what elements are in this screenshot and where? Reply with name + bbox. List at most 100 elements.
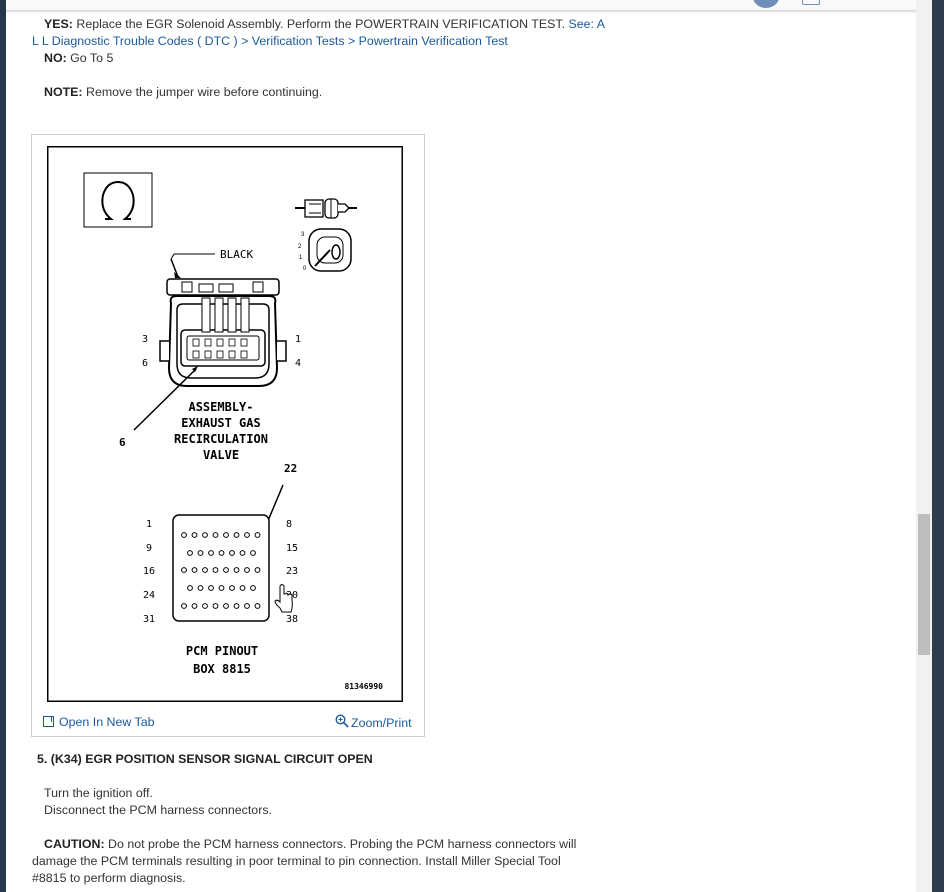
note-text: Remove the jumper wire before continuing… [86, 85, 323, 99]
pcm-pin-dot [181, 603, 187, 609]
pcm-pin-dot [187, 585, 193, 591]
ohm-meter-icon [83, 172, 153, 228]
pcm-pin-9: 9 [146, 543, 152, 554]
pcm-pin-dot [244, 532, 250, 538]
top-toolbar [6, 0, 916, 11]
pcm-pin-dot [202, 603, 208, 609]
scrollbar-track[interactable] [916, 0, 932, 892]
egr-pin-6: 6 [142, 358, 148, 369]
pcm-pin-38: 38 [286, 614, 298, 625]
pcm-pin-dot [191, 603, 198, 609]
pcm-title-line-1: PCM PINOUT [186, 644, 258, 658]
pcm-pin-16: 16 [143, 566, 155, 577]
egr-pin-4: 4 [295, 358, 301, 369]
open-in-new-tab-label: Open In New Tab [59, 715, 155, 729]
pcm-pin-dot [229, 585, 235, 591]
pcm-pin-dot [233, 532, 240, 538]
note-label: NOTE: [44, 85, 83, 99]
pcm-pin-dot [250, 550, 256, 556]
pcm-pin-dot [229, 550, 235, 556]
egr-pin-3: 3 [142, 334, 148, 345]
pcm-pin-24: 24 [143, 590, 155, 601]
scrollbar-thumb[interactable] [918, 514, 930, 655]
pcm-pin-dot [181, 532, 187, 538]
pcm-pin-dot [202, 532, 208, 538]
yes-label: YES: [44, 17, 73, 31]
pcm-pin-dot [254, 532, 261, 538]
pcm-pin-dot [239, 585, 246, 591]
no-text: Go To 5 [70, 51, 114, 65]
pcm-pin-dot [254, 603, 261, 609]
pcm-pin-dot [218, 585, 225, 591]
caution-label: CAUTION: [44, 837, 105, 851]
no-label: NO: [44, 51, 67, 65]
probe-pin-6-label: 6 [119, 436, 126, 449]
egr-title-line-4: VALVE [203, 448, 239, 462]
pcm-pin-dot [244, 567, 250, 573]
pcm-pin-dot [212, 603, 219, 609]
pcm-pin-dot [191, 532, 198, 538]
pcm-pin-8: 8 [286, 519, 292, 530]
window-right-edge [932, 0, 944, 892]
egr-title-line-3: RECIRCULATION [174, 432, 268, 446]
pcm-pin-dot [223, 532, 229, 538]
pcm-pin-dot [208, 585, 214, 591]
pcm-pin-31: 31 [143, 614, 155, 625]
pcm-pinout-box-drawing [172, 514, 270, 622]
step5-heading: 5. (K34) EGR POSITION SENSOR SIGNAL CIRC… [37, 752, 373, 766]
yes-text: Replace the EGR Solenoid Assembly. Perfo… [76, 17, 566, 31]
step5-line-2: Disconnect the PCM harness connectors. [44, 803, 272, 817]
pcm-pin-dot [191, 567, 198, 573]
meter-probe-icon [295, 198, 357, 219]
pcm-pin-dot [233, 567, 240, 573]
meter-scale-2: 2 [298, 244, 302, 250]
verification-test-link[interactable]: L L Diagnostic Trouble Codes ( DTC ) > V… [32, 34, 508, 48]
caution-line-3: #8815 to perform diagnosis. [32, 871, 186, 885]
window-left-edge [0, 0, 6, 892]
zoom-print-label: Zoom/Print [351, 716, 412, 730]
pcm-pin-dot [202, 567, 208, 573]
pcm-pin-dot [223, 567, 229, 573]
pcm-pin-1: 1 [146, 519, 152, 530]
step5-line-1: Turn the ignition off. [44, 786, 153, 800]
zoom-print-link[interactable]: Zoom/Print [335, 713, 412, 730]
caution-line-2: damage the PCM terminals resulting in po… [32, 854, 561, 868]
pcm-pin-dot [197, 585, 204, 591]
egr-pcm-diagram: 3 2 1 0 BLACK [47, 146, 403, 702]
pcm-pin-dot [208, 550, 214, 556]
meter-scale-3: 3 [301, 232, 305, 238]
pcm-pin-dot [197, 550, 204, 556]
egr-connector-drawing [159, 278, 287, 387]
note-line: NOTE: Remove the jumper wire before cont… [44, 84, 322, 100]
no-line: NO: Go To 5 [44, 50, 113, 66]
pcm-pin-dot [181, 567, 187, 573]
probe-pin-22-label: 22 [284, 462, 297, 475]
user-avatar-icon[interactable] [753, 0, 779, 8]
meter-scale-0: 0 [303, 266, 307, 272]
pcm-title-line-2: BOX 8815 [193, 662, 251, 676]
open-in-new-tab-link[interactable]: Open In New Tab [43, 715, 155, 729]
egr-title-line-2: EXHAUST GAS [181, 416, 260, 430]
meter-scale-1: 1 [299, 255, 303, 261]
pcm-pin-dot [250, 585, 256, 591]
pcm-pin-dot [212, 567, 219, 573]
see-link[interactable]: See: A [568, 17, 606, 31]
pcm-pin-23: 23 [286, 566, 298, 577]
diagram-figure: 3 2 1 0 BLACK [31, 134, 425, 737]
egr-pin-1: 1 [295, 334, 301, 345]
open-new-tab-icon [43, 716, 54, 727]
pcm-pin-dot [218, 550, 225, 556]
caution-text-1: Do not probe the PCM harness connectors.… [108, 837, 577, 851]
see-link-continued: L L Diagnostic Trouble Codes ( DTC ) > V… [32, 33, 508, 49]
pcm-pin-dot [254, 567, 261, 573]
pcm-pin-dot [187, 550, 193, 556]
magnifier-icon [335, 714, 349, 728]
hand-cursor-icon [274, 584, 293, 613]
black-label: BLACK [220, 248, 253, 261]
pcm-pin-dot [244, 603, 250, 609]
meter-dial-icon: 3 2 1 0 [298, 228, 352, 272]
tray-icon[interactable] [802, 0, 820, 5]
pcm-pin-dot [223, 603, 229, 609]
pcm-pin-15: 15 [286, 543, 298, 554]
pcm-pin-dot [239, 550, 246, 556]
